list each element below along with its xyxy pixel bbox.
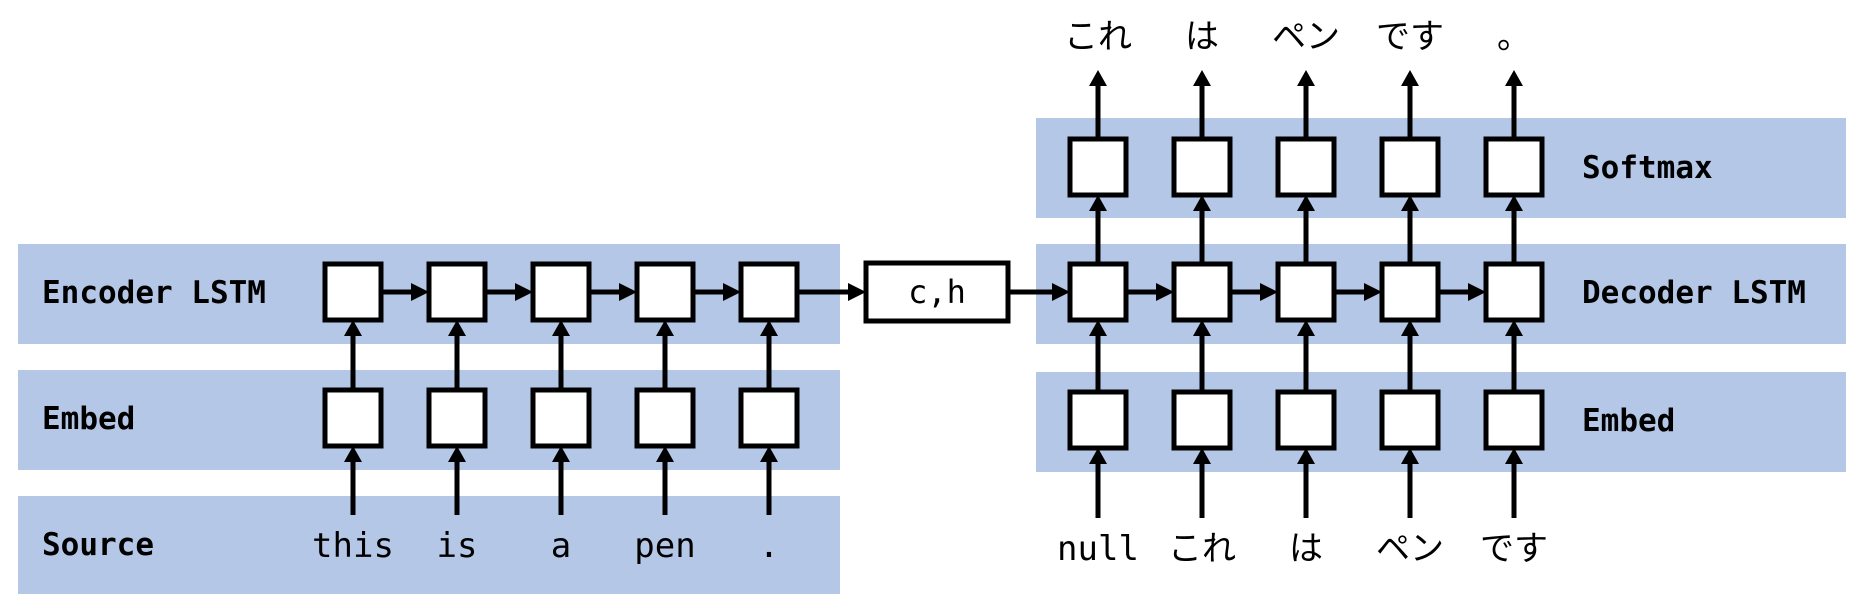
decoder-lstm-cell bbox=[1483, 261, 1545, 323]
decoder-input-to-embed-arrow-head bbox=[1401, 448, 1419, 464]
source-token: is bbox=[437, 526, 478, 566]
decoder-output-token: ペン bbox=[1272, 17, 1340, 57]
decoder-softmax-cell bbox=[1275, 136, 1337, 198]
context-to-decoder-arrow-head bbox=[1052, 283, 1070, 301]
encoder-embed-cell bbox=[634, 387, 696, 449]
decoder-lstm-cell bbox=[1275, 261, 1337, 323]
encoder-source-to-embed-arrow-head bbox=[552, 446, 570, 462]
decoder-input-to-embed-arrow-head bbox=[1089, 448, 1107, 464]
decoder-recurrent-arrow-head bbox=[1260, 283, 1278, 301]
decoder-output-arrow-head bbox=[1505, 70, 1523, 86]
decoder-softmax-label: Softmax bbox=[1582, 150, 1713, 186]
encoder-embed-cell bbox=[426, 387, 488, 449]
cells bbox=[322, 136, 1545, 451]
decoder-embed-to-lstm-arrow-head bbox=[1089, 320, 1107, 336]
decoder-recurrent-arrow-head bbox=[1156, 283, 1174, 301]
encoder-embed-to-lstm-arrow-head bbox=[552, 320, 570, 336]
decoder-input-token: です bbox=[1480, 529, 1548, 569]
decoder-output-token: は bbox=[1185, 17, 1219, 57]
encoder-embed-to-lstm-arrow-head bbox=[760, 320, 778, 336]
encoder-embed-cell bbox=[738, 387, 800, 449]
encoder-source-to-embed-arrow-head bbox=[760, 446, 778, 462]
source-token: pen bbox=[634, 526, 695, 566]
decoder-output-arrow-head bbox=[1401, 70, 1419, 86]
source-token: this bbox=[312, 526, 394, 566]
decoder-output-token: これ bbox=[1064, 17, 1132, 57]
encoder-embed-to-lstm-arrow-head bbox=[344, 320, 362, 336]
decoder-embed-cell bbox=[1275, 389, 1337, 451]
encoder-source-band bbox=[18, 496, 840, 594]
decoder-recurrent-arrow-head bbox=[1364, 283, 1382, 301]
encoder-recurrent-arrow-head bbox=[619, 283, 637, 301]
encoder-lstm-label: Encoder LSTM bbox=[42, 275, 266, 311]
source-token: . bbox=[759, 526, 779, 566]
decoder-input-token: ペン bbox=[1376, 529, 1444, 569]
encoder-embed-to-lstm-arrow-head bbox=[656, 320, 674, 336]
encoder-recurrent-arrow-head bbox=[411, 283, 429, 301]
decoder-embed-band bbox=[1036, 372, 1846, 472]
encoder-source-to-embed-arrow-head bbox=[344, 446, 362, 462]
encoder-source-to-embed-arrow-head bbox=[656, 446, 674, 462]
decoder-softmax-band bbox=[1036, 118, 1846, 218]
decoder-embed-cell bbox=[1379, 389, 1441, 451]
decoder-input-token: は bbox=[1289, 529, 1323, 569]
decoder-embed-label: Embed bbox=[1582, 403, 1675, 439]
encoder-source-to-embed-arrow-head bbox=[448, 446, 466, 462]
decoder-lstm-to-softmax-arrow-head bbox=[1193, 195, 1211, 211]
decoder-input-to-embed-arrow-head bbox=[1505, 448, 1523, 464]
decoder-lstm-cell bbox=[1067, 261, 1129, 323]
encoder-recurrent-arrow-head bbox=[515, 283, 533, 301]
decoder-input-to-embed-arrow-head bbox=[1193, 448, 1211, 464]
decoder-input-to-embed-arrow-head bbox=[1297, 448, 1315, 464]
decoder-output-token: です bbox=[1376, 17, 1444, 57]
encoder-lstm-cell bbox=[738, 261, 800, 323]
decoder-embed-to-lstm-arrow-head bbox=[1297, 320, 1315, 336]
encoder-embed-label: Embed bbox=[42, 401, 135, 437]
decoder-output-arrow-head bbox=[1089, 70, 1107, 86]
decoder-input-token: null bbox=[1057, 529, 1139, 569]
connections bbox=[344, 70, 1523, 518]
decoder-output-arrow-head bbox=[1193, 70, 1211, 86]
decoder-lstm-cell bbox=[1379, 261, 1441, 323]
encoder-embed-cell bbox=[530, 387, 592, 449]
encoder-source-label: Source bbox=[42, 527, 154, 563]
decoder-output-token: 。 bbox=[1497, 17, 1531, 57]
decoder-embed-to-lstm-arrow-head bbox=[1505, 320, 1523, 336]
context-box bbox=[863, 260, 1011, 324]
encoder-embed-to-lstm-arrow-head bbox=[448, 320, 466, 336]
decoder-embed-to-lstm-arrow-head bbox=[1401, 320, 1419, 336]
encoder-recurrent-arrow-head bbox=[723, 283, 741, 301]
encoder-embed-cell bbox=[322, 387, 384, 449]
decoder-softmax-cell bbox=[1379, 136, 1441, 198]
source-token: a bbox=[551, 526, 571, 566]
decoder-output-arrow-head bbox=[1297, 70, 1315, 86]
decoder-input-token: これ bbox=[1168, 529, 1236, 569]
context-label: c,h bbox=[908, 273, 966, 311]
encoder-lstm-cell bbox=[634, 261, 696, 323]
decoder-embed-cell bbox=[1483, 389, 1545, 451]
decoder-lstm-to-softmax-arrow-head bbox=[1297, 195, 1315, 211]
decoder-embed-cell bbox=[1171, 389, 1233, 451]
decoder-lstm-label: Decoder LSTM bbox=[1582, 275, 1806, 311]
decoder-softmax-cell bbox=[1483, 136, 1545, 198]
encoder-lstm-cell bbox=[530, 261, 592, 323]
decoder-lstm-to-softmax-arrow-head bbox=[1089, 195, 1107, 211]
decoder-embed-cell bbox=[1067, 389, 1129, 451]
encoder-to-context-arrow-head bbox=[848, 283, 866, 301]
decoder-embed-to-lstm-arrow-head bbox=[1193, 320, 1211, 336]
decoder-recurrent-arrow-head bbox=[1468, 283, 1486, 301]
encoder-lstm-cell bbox=[322, 261, 384, 323]
decoder-lstm-to-softmax-arrow-head bbox=[1505, 195, 1523, 211]
encoder-lstm-cell bbox=[426, 261, 488, 323]
decoder-lstm-to-softmax-arrow-head bbox=[1401, 195, 1419, 211]
decoder-softmax-cell bbox=[1171, 136, 1233, 198]
decoder-softmax-cell bbox=[1067, 136, 1129, 198]
decoder-lstm-cell bbox=[1171, 261, 1233, 323]
